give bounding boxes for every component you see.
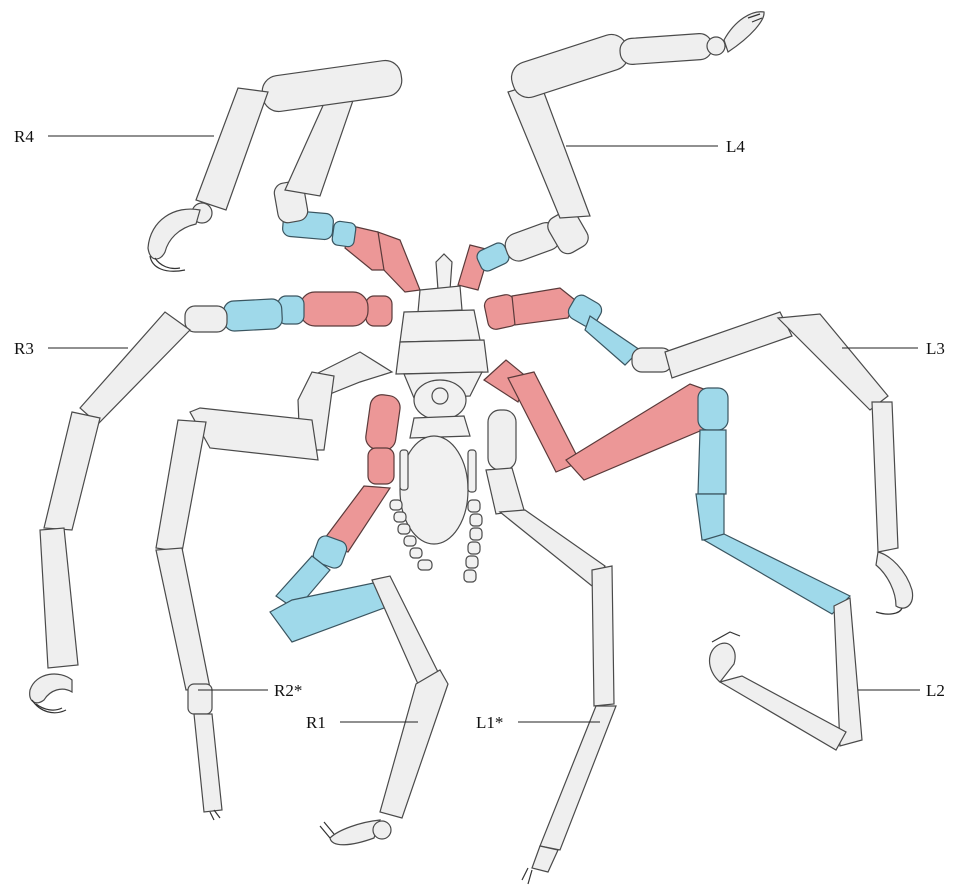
trunk-segment-1 (418, 286, 462, 312)
oral-ring (410, 416, 470, 438)
leg-l2 (484, 360, 862, 750)
trunk-segment-2 (400, 310, 480, 342)
label-r1: R1 (306, 713, 326, 732)
label-r3: R3 (14, 339, 34, 358)
leg-r4 (148, 58, 420, 292)
label-l4: L4 (726, 137, 745, 156)
leg-r3 (30, 292, 392, 713)
label-r4: R4 (14, 127, 34, 146)
head-tip (436, 254, 452, 290)
label-r2: R2* (274, 681, 302, 700)
leg-l4 (458, 12, 764, 290)
leg-l1 (486, 410, 616, 884)
palp-right (464, 450, 482, 582)
label-l2: L2 (926, 681, 945, 700)
labels: R4 L4 R3 L3 R2* L2 R1 L1* (14, 127, 945, 732)
trunk-segment-3 (396, 340, 488, 374)
label-l3: L3 (926, 339, 945, 358)
label-l1: L1* (476, 713, 503, 732)
trunk (390, 254, 488, 582)
